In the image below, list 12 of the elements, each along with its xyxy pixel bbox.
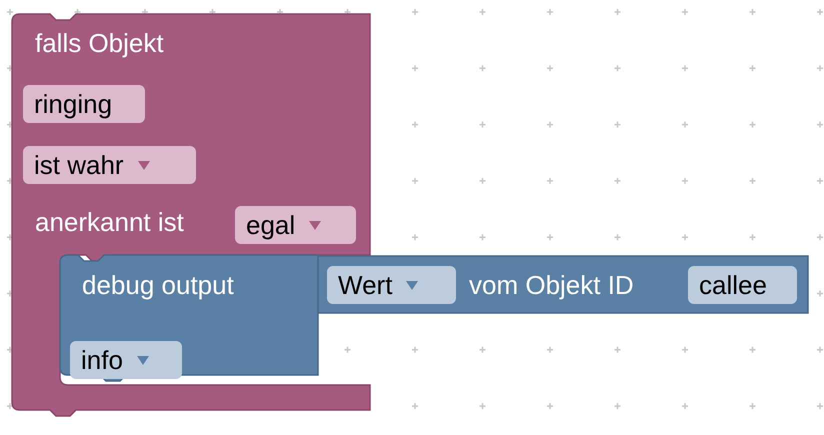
value-block <box>318 256 808 313</box>
block-label: vom Objekt ID <box>469 270 634 300</box>
dropdown-field: Wert <box>327 266 456 304</box>
statement-block <box>60 255 318 383</box>
block-label: falls Objekt <box>35 28 164 58</box>
text-field: callee <box>688 266 797 304</box>
dropdown-field: ist wahr <box>23 146 196 184</box>
dropdown-field: info <box>70 341 182 379</box>
dropdown-field: egal <box>235 206 356 244</box>
text-field: ringing <box>23 85 145 123</box>
block-label: anerkannt ist <box>35 207 184 237</box>
block-label: debug output <box>82 270 234 300</box>
